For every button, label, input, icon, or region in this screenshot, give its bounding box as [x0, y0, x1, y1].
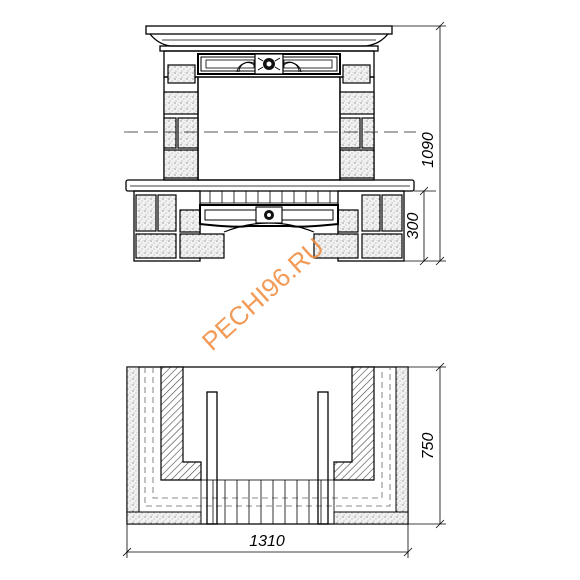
- front-height-label: 1090: [420, 132, 437, 168]
- dimension-front-height: 1090: [392, 21, 446, 266]
- lower-apron: [199, 204, 339, 233]
- plan-post-right: [317, 391, 329, 525]
- dimension-depth: 750: [408, 362, 446, 529]
- medallion-ornament-icon: [254, 53, 284, 75]
- plan-view: [126, 366, 409, 525]
- left-base: [133, 190, 225, 262]
- base-height-label: 300: [405, 213, 422, 240]
- plan-post-left: [206, 391, 218, 525]
- width-label: 1310: [249, 533, 285, 550]
- dimension-width: 1310: [122, 524, 413, 558]
- right-base: [313, 190, 405, 262]
- apron-medallion-icon: [255, 206, 283, 224]
- plan-front-slats: [200, 479, 335, 525]
- mantel-shelf: [145, 25, 393, 52]
- dimension-base-height: 300: [405, 186, 436, 266]
- firebox-opening: [197, 76, 341, 181]
- hearth-shelf: [125, 179, 415, 192]
- front-elevation: [124, 25, 416, 262]
- grate-slats: [199, 190, 339, 204]
- left-pillar: [163, 64, 199, 181]
- depth-label: 750: [420, 433, 437, 460]
- right-pillar: [339, 64, 375, 181]
